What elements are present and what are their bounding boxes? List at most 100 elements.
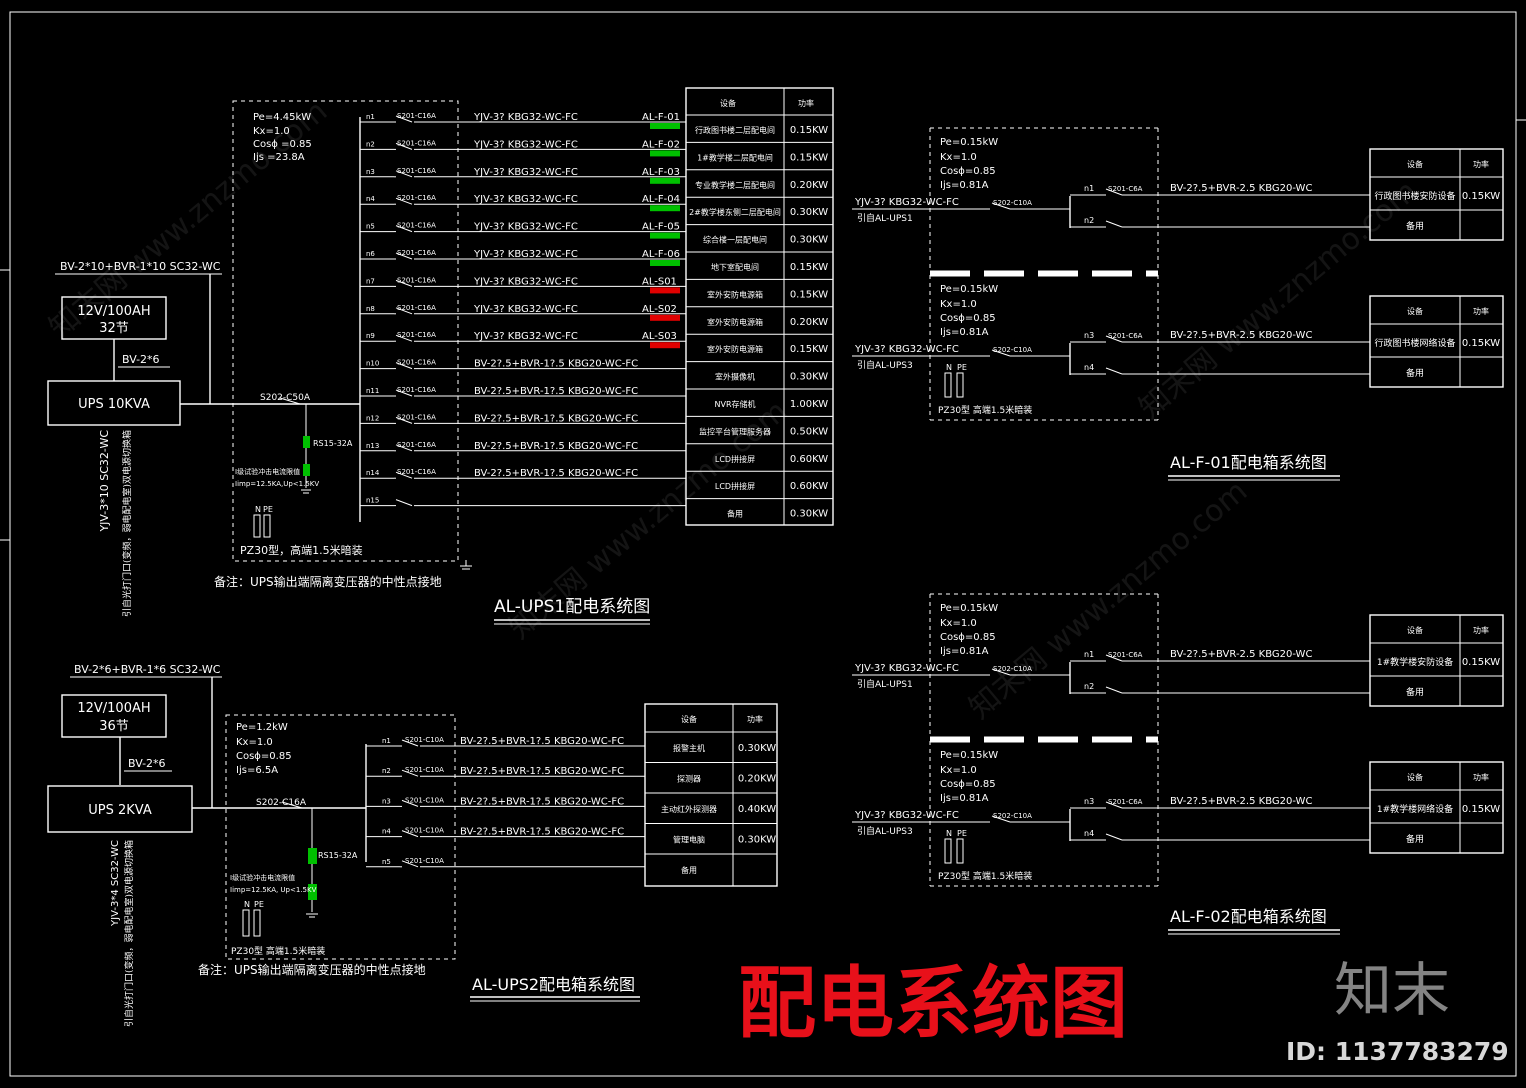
ups1-table-power: 0.60KW [790, 481, 828, 492]
ups1-vert-note: 引自光打门口(变频，弱电配电室)双电源切换箱 [121, 430, 133, 617]
ups1-circuit-breaker: S201-C16A [397, 359, 436, 367]
alf02-kx: Kx=1.0 [940, 618, 977, 629]
ups1-n-terminal [253, 514, 261, 538]
ups2-n-label: N [244, 900, 250, 909]
ups2-pe-label: PE [254, 900, 264, 909]
brand-logo: 知末 [1334, 956, 1450, 1024]
ups1-circuit-cable: BV-2?.5+BVR-1?.5 KBG20-WC-FC [474, 468, 638, 479]
ups1-circuit-breaker: S201-C16A [397, 222, 436, 230]
alf02-table-head-device: 设备 [1407, 625, 1423, 635]
alf02-table-device: 1#教学楼安防设备 [1377, 656, 1453, 668]
ups2-table-head-power: 功率 [747, 714, 763, 724]
alf01-n-terminal [944, 372, 952, 398]
ups1-table-power: 0.30KW [790, 207, 828, 218]
ups2-battery-count: 36节 [99, 719, 129, 734]
alf01-circuit-cable: BV-2?.5+BVR-2.5 KBG20-WC [1170, 183, 1312, 194]
ups1-circuit-breaker: S201-C16A [397, 331, 436, 339]
ups1-circuit-number: n9 [366, 332, 375, 340]
alf01-in-cable: YJV-3? KBG32-WC-FC [854, 344, 959, 355]
ups1-pe-terminal [263, 514, 271, 538]
ups1-pe: Pe=4.45kW [253, 112, 311, 123]
ups2-enclosure [225, 714, 456, 960]
ups1-table-device: 备用 [727, 509, 743, 519]
ups1-circuit-number: n5 [366, 223, 375, 231]
ups2-circuit-breaker: S201-C10A [405, 766, 444, 774]
ups1-circuit-cable: YJV-3? KBG32-WC-FC [473, 167, 578, 178]
alf02-circuit-number: n2 [1084, 682, 1094, 691]
alf01-table-spare: 备用 [1406, 367, 1424, 379]
ups1-table-device: 综合楼一层配电间 [703, 235, 767, 245]
alf01-kx: Kx=1.0 [940, 299, 977, 310]
alf01-main-breaker: S202-C10A [993, 199, 1032, 207]
ups1-circuit-cable: BV-2?.5+BVR-1?.5 KBG20-WC-FC [474, 441, 638, 452]
ups2-table-device: 备用 [681, 865, 697, 875]
ups1-table-power: 0.15KW [790, 344, 828, 355]
ups2-table-device: 主动红外探测器 [661, 804, 717, 814]
alf02-box-note: PZ30型 高端1.5米暗装 [938, 870, 1032, 882]
ups1-table-device: NVR存储机 [714, 399, 755, 409]
alf01-table-device: 行政图书楼安防设备 [1374, 190, 1455, 202]
alf02-circuit-cable: BV-2?.5+BVR-2.5 KBG20-WC [1170, 796, 1312, 807]
ups1-circuit-breaker: S201-C16A [397, 413, 436, 421]
ups1-table-power: 0.15KW [790, 289, 828, 300]
alf01-pe: Pe=0.15kW [940, 137, 998, 148]
ups2-circuit-number: n1 [382, 737, 391, 745]
ups1-table-device: 监控平台管理服务器 [699, 426, 771, 436]
alf01-table-head-device: 设备 [1407, 306, 1423, 316]
ups1-circuit-mark [650, 177, 680, 184]
ups1-circuit-mark [650, 232, 680, 239]
ups1-remark: 备注：UPS输出端隔离变压器的中性点接地 [214, 574, 442, 589]
ups1-circuit-breaker: S201-C16A [397, 139, 436, 147]
ups1-circuit-mark [650, 205, 680, 212]
alf02-pe-terminal [956, 838, 964, 864]
ups1-circuit-dest: AL-F-02 [642, 139, 680, 150]
ups1-circuit-number: n3 [366, 168, 375, 176]
main-title: 配电系统图 [738, 959, 1128, 1049]
ups2-circuit-number: n5 [382, 858, 391, 866]
ups1-table-power: 0.20KW [790, 180, 828, 191]
ups1-battery-count: 32节 [99, 321, 129, 336]
ups1-table-device: 室外安防电源箱 [707, 289, 763, 299]
ups2-ijs: Ijs=6.5A [236, 765, 278, 776]
ups2-circuit-breaker: S201-C10A [405, 857, 444, 865]
alf01-table-spare: 备用 [1406, 220, 1424, 232]
alf01-in-cable: YJV-3? KBG32-WC-FC [854, 197, 959, 208]
ups2-vert-cable: YJV-3*4 SC32-WC [110, 840, 121, 927]
alf01-kx: Kx=1.0 [940, 152, 977, 163]
ups1-kx: Kx=1.0 [253, 126, 290, 137]
alf02-cos: Cosϕ=0.85 [940, 632, 996, 643]
ups1-table-head-power: 功率 [798, 98, 814, 108]
ups1-table-power: 0.15KW [790, 125, 828, 136]
ups2-circuit-breaker: S201-C10A [405, 736, 444, 744]
alf01-circuit-cable: BV-2?.5+BVR-2.5 KBG20-WC [1170, 330, 1312, 341]
ups2-table-power: 0.20KW [738, 774, 776, 785]
ups1-circuit-mark [650, 123, 680, 129]
ups1-ups-box [47, 380, 181, 426]
ups2-table-device: 报警主机 [673, 743, 705, 753]
ups2-pe-terminal [253, 909, 261, 937]
alf02-table-device: 1#教学楼网络设备 [1377, 803, 1453, 815]
ups1-circuit-breaker: S201-C16A [397, 441, 436, 449]
ups1-circuit-breaker: S201-C16A [397, 194, 436, 202]
ups2-system: BV-2*6+BVR-1*6 SC32-WC 12V/100AH 36节 BV-… [47, 663, 778, 1027]
ups1-circuit-cable: YJV-3? KBG32-WC-FC [473, 222, 578, 233]
alf02-table-spare: 备用 [1406, 833, 1424, 845]
ups1-circuit-dest: AL-F-03 [642, 167, 680, 178]
alf02-load-table [1369, 761, 1504, 854]
alf01-circuit-number: n3 [1084, 331, 1094, 340]
alf02-circuit-cable: BV-2?.5+BVR-2.5 KBG20-WC [1170, 649, 1312, 660]
ups1-circuit-cable: YJV-3? KBG32-WC-FC [473, 139, 578, 150]
alf02-circuit-number: n3 [1084, 797, 1094, 806]
ups1-circuit-breaker: S201-C16A [397, 304, 436, 312]
ups1-circuit-number: n7 [366, 277, 375, 285]
ups1-circuit-breaker: S201-C16A [397, 468, 436, 476]
ups1-circuit-cable: BV-2?.5+BVR-1?.5 KBG20-WC-FC [474, 413, 638, 424]
alf02-pe-label: PE [957, 829, 967, 838]
ups2-main-breaker: S202-C16A [256, 798, 307, 808]
alf02-table-head-power: 功率 [1473, 772, 1489, 782]
ups2-spd: RS15-32A [318, 851, 358, 860]
alf02-table-head-power: 功率 [1473, 625, 1489, 635]
ups1-in-cable: BV-2*10+BVR-1*10 SC32-WC [60, 260, 221, 273]
ups1-circuit-mark [650, 287, 680, 294]
